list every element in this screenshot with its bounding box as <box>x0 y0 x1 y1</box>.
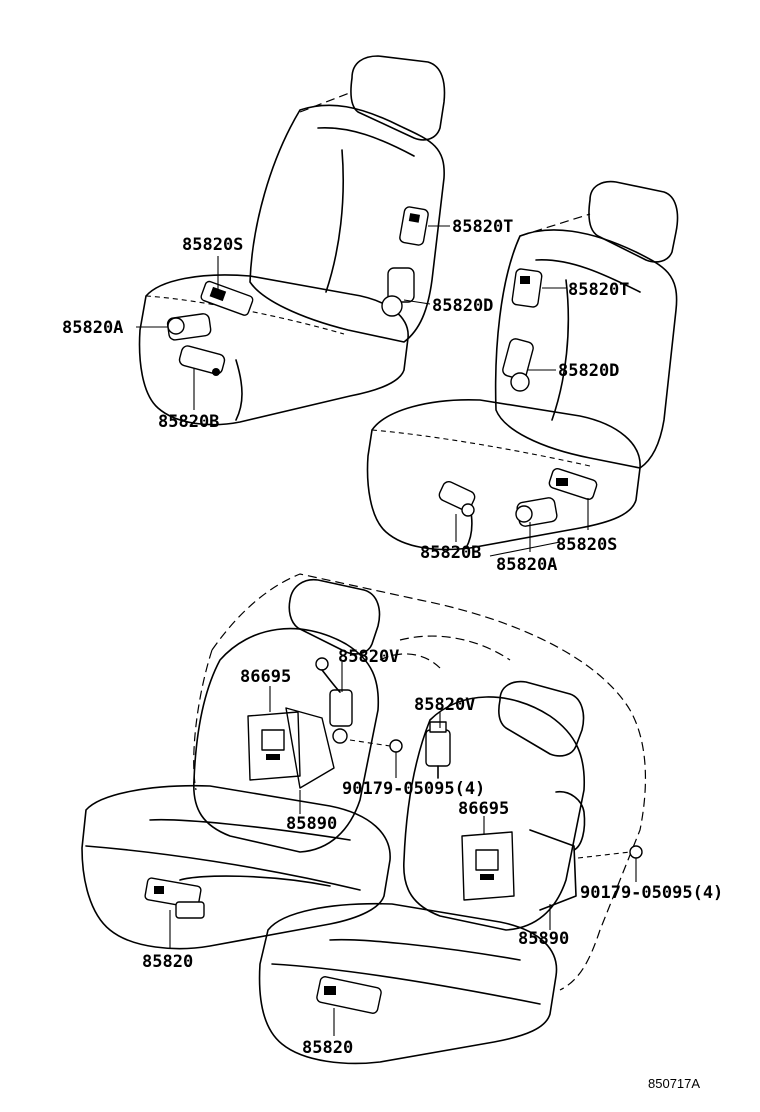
label-85820t-front-left: 85820T <box>452 217 513 237</box>
label-85890-rear-right: 85890 <box>518 929 569 949</box>
switch-85820t-right-part <box>511 268 543 308</box>
switch-85820a-part <box>166 313 212 341</box>
label-86695-rear-right: 86695 <box>458 799 509 819</box>
switch-85820b-part <box>178 345 226 376</box>
switch-85820s-right-part <box>548 467 598 501</box>
label-85820v-rear-mid: 85820V <box>414 695 475 715</box>
switch-85820-left-part <box>144 877 205 919</box>
screw-90179-right-part <box>577 845 643 859</box>
label-85820b-front-right: 85820B <box>420 543 481 563</box>
switch-85820v-left-part <box>315 657 353 744</box>
switch-85820v-mid-part <box>425 721 451 779</box>
adjuster-plate-86695-right <box>461 829 577 911</box>
switch-85820d-right-part <box>502 338 534 392</box>
label-85820t-front-right: 85820T <box>568 280 629 300</box>
diagram-code: 850717A <box>648 1076 700 1091</box>
switch-85820b-right-part <box>438 481 476 517</box>
switch-85820d-part <box>381 267 415 317</box>
label-85820b-front-left: 85820B <box>158 412 219 432</box>
label-85820s-front-right: 85820S <box>556 535 617 555</box>
label-86695-rear-left: 86695 <box>240 667 291 687</box>
label-85820d-front-left: 85820D <box>432 296 493 316</box>
label-85820v-rear-left: 85820V <box>338 647 399 667</box>
switch-85820-bottom-part <box>316 976 382 1014</box>
label-85820s-front-left: 85820S <box>182 235 243 255</box>
front-left-seat: 85820T 85820S 85820D 85820A 85820B <box>62 55 513 432</box>
label-85820-rear-bottom: 85820 <box>302 1038 353 1058</box>
label-85820-rear-left: 85820 <box>142 952 193 972</box>
label-85820a-front-left: 85820A <box>62 318 123 338</box>
switch-85820s-part <box>200 280 254 316</box>
label-90179-rear-right: 90179-05095(4) <box>580 883 723 903</box>
switch-85820a-right-part <box>515 497 558 527</box>
label-90179-rear-left: 90179-05095(4) <box>342 779 485 799</box>
screw-90179-left-part <box>349 739 403 753</box>
adjuster-plate-86695-left <box>247 707 335 789</box>
label-85820a-front-right: 85820A <box>496 555 557 575</box>
label-85820d-front-right: 85820D <box>558 361 619 381</box>
front-right-seat: 85820T 85820D 85820B 85820S 85820A <box>366 180 679 575</box>
switch-85820t-part <box>399 206 429 246</box>
rear-seat: 85820V 86695 85820V 90179-05095(4) 85890… <box>81 573 723 1065</box>
label-85890-rear-left: 85890 <box>286 814 337 834</box>
